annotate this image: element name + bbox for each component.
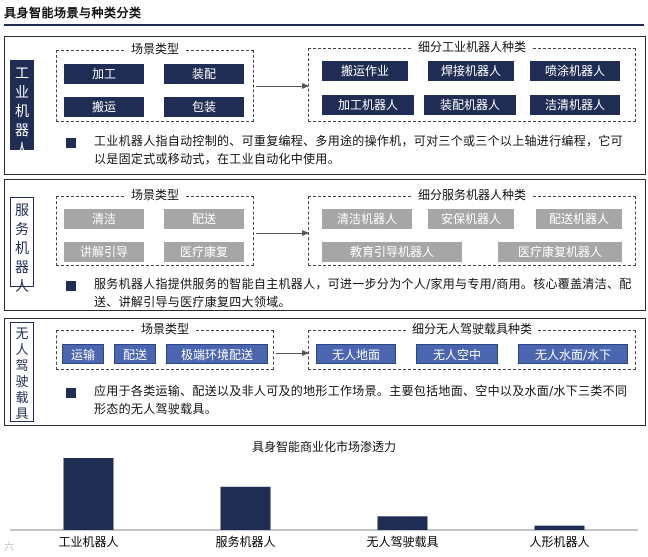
bullet-icon	[66, 388, 76, 398]
scene-header-service: 场景类型	[124, 188, 185, 202]
arrow-industrial	[256, 83, 309, 89]
type-chip: 搬运作业	[322, 61, 408, 81]
watermark: 六	[4, 542, 14, 553]
type-chip: 无人水面/水下	[518, 344, 628, 364]
chart-title: 具身智能商业化市场渗透力	[251, 440, 396, 454]
type-box-autonomous: 细分无人驾驶载具种类	[308, 322, 636, 370]
x-tick-label: 工业机器人	[58, 535, 118, 549]
description-industrial: 工业机器人指自动控制的、可重复编程、多用途的操作机，可对三个或三个以上轴进行编程…	[94, 134, 623, 166]
type-chip: 无人地面	[316, 344, 396, 364]
bullet-icon	[66, 138, 76, 148]
type-chip: 安保机器人	[428, 209, 514, 229]
type-chip: 医疗康复机器人	[498, 242, 622, 262]
type-chip: 无人空中	[416, 344, 498, 364]
type-chip: 清洁机器人	[322, 209, 412, 229]
scene-chip: 搬运	[64, 97, 144, 117]
x-tick-label: 服务机器人	[215, 534, 275, 549]
bar-2	[377, 516, 428, 530]
type-chip: 加工机器人	[322, 95, 414, 115]
scene-chip: 运输	[62, 344, 104, 364]
type-chip: 装配机器人	[424, 95, 516, 115]
scene-chip: 配送	[164, 209, 244, 229]
scene-header-autonomous: 场景类型	[134, 322, 195, 336]
scene-box-service: 场景类型	[56, 188, 254, 266]
scene-chip: 讲解引导	[64, 242, 144, 262]
scene-chip: 清洁	[64, 209, 144, 229]
side-label-autonomous: 无人驾驶载具	[10, 322, 34, 422]
x-tick-label: 人形机器人	[529, 535, 589, 549]
type-header-autonomous: 细分无人驾驶载具种类	[405, 322, 538, 336]
type-chip: 配送机器人	[536, 209, 622, 229]
scene-chip: 加工	[64, 64, 144, 84]
scene-box-industrial: 场景类型	[56, 42, 254, 122]
scene-box-autonomous: 场景类型	[56, 322, 274, 370]
type-box-industrial: 细分工业机器人种类	[308, 40, 636, 122]
page-title: 具身智能场景与种类分类	[4, 4, 644, 26]
type-header-service: 细分服务机器人种类	[411, 188, 532, 202]
type-chip: 焊接机器人	[428, 61, 514, 81]
scene-chip: 极端环境配送	[166, 344, 268, 364]
scene-chip: 包装	[164, 97, 244, 117]
type-box-service: 细分服务机器人种类	[308, 188, 636, 266]
penetration-bar-chart: 工业机器人 服务机器人 无人驾驶载具 人形机器人	[10, 458, 638, 549]
x-tick-label: 无人驾驶载具	[366, 534, 438, 549]
section-autonomous	[4, 318, 646, 426]
scene-header-industrial: 场景类型	[124, 42, 185, 56]
bar-1	[220, 486, 271, 530]
description-service: 服务机器人指提供服务的智能自主机器人，可进一步分为个人/家用与专用/商用。核心覆…	[94, 277, 632, 309]
type-chip: 喷涂机器人	[530, 61, 620, 81]
arrow-service	[256, 230, 309, 236]
description-autonomous: 应用于各类运输、配送以及非人可及的地形工作场景。主要包括地面、空中以及水面/水下…	[94, 384, 628, 416]
scene-chip: 配送	[114, 344, 156, 364]
bullet-icon	[66, 281, 76, 291]
arrow-autonomous	[276, 350, 309, 356]
scene-chip: 医疗康复	[164, 242, 244, 262]
side-label-industrial: 工业机器人	[10, 60, 34, 158]
type-chip: 洁清机器人	[530, 95, 620, 115]
side-label-service: 服务机器人	[10, 197, 34, 295]
type-header-industrial: 细分工业机器人种类	[411, 40, 532, 54]
bar-0	[63, 458, 114, 530]
scene-chip: 装配	[164, 64, 244, 84]
type-chip: 教育引导机器人	[322, 242, 462, 262]
bar-3	[534, 525, 585, 530]
